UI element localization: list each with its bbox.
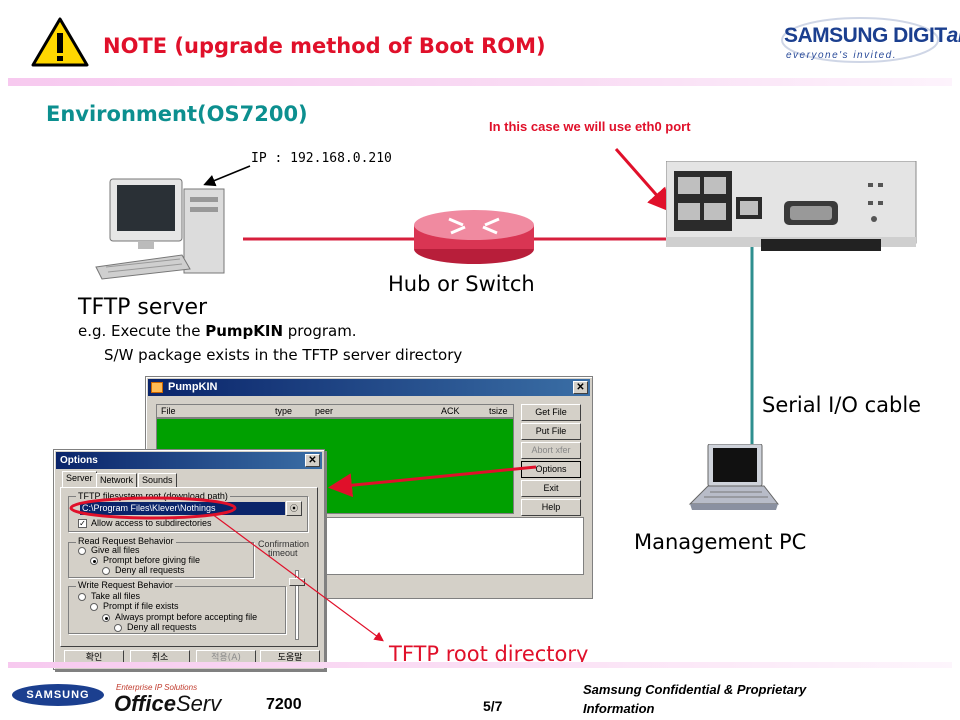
abort-xfer-button[interactable]: Abort xfer [521,442,581,459]
tab-sounds[interactable]: Sounds [138,473,177,487]
logo-slogan: everyone's invited. [786,50,898,61]
page-number: 5/7 [483,698,503,714]
write-group-label: Write Request Behavior [76,580,175,590]
write-take-all-label: Take all files [91,591,141,601]
pumpkin-close-button[interactable]: ✕ [573,381,588,394]
management-pc-laptop-icon [688,444,780,510]
options-button[interactable]: Options [521,461,581,478]
column-tsize[interactable]: tsize [489,406,508,416]
column-file[interactable]: File [161,406,176,416]
read-prompt-label: Prompt before giving file [103,555,201,565]
tftp-desc-program: PumpKIN [205,322,284,340]
tab-network[interactable]: Network [96,473,138,487]
header-divider [8,78,952,86]
officeserv-logo-a: Office [114,691,176,716]
eth0-pointer-arrow [614,148,672,213]
samsung-digitall-logo: SAMSUNG DIGITall everyone's invited. [780,12,960,70]
footer-divider [8,662,952,668]
confidential-notice: Samsung Confidential & Proprietary Infor… [583,680,883,718]
write-take-all-radio[interactable] [78,593,86,601]
column-type[interactable]: type [275,406,293,416]
put-file-button[interactable]: Put File [521,423,581,440]
logo-swoosh [781,17,939,63]
browse-folder-button[interactable]: ⦿ [286,501,302,516]
officeserv-logo: OfficeServ [114,691,221,717]
tftp-desc-suffix: program. [283,322,357,340]
section-title: Environment(OS7200) [46,102,308,126]
hub-switch-icon [414,210,534,264]
tftp-desc-prefix: e.g. Execute the [78,322,206,340]
serial-cable-label: Serial I/O cable [762,393,922,417]
column-ack[interactable]: ACK [441,406,460,416]
write-prompt-exists-label: Prompt if file exists [103,601,179,611]
write-deny-radio[interactable] [114,624,122,632]
read-give-all-label: Give all files [91,545,140,555]
hub-switch-label: Hub or Switch [388,272,535,296]
server-tab-pane [60,487,318,647]
tftp-server-pc-icon [95,178,225,280]
model-number: 7200 [266,696,302,713]
eth0-note: In this case we will use eth0 port [489,119,691,134]
read-group-label: Read Request Behavior [76,536,176,546]
page-title: NOTE (upgrade method of Boot ROM) [103,34,546,58]
product-tagline: Enterprise IP Solutions [116,683,198,692]
read-prompt-radio[interactable] [90,557,98,565]
help-button[interactable]: Help [521,499,581,516]
tftp-server-label: TFTP server [78,295,208,320]
root-path-highlight-oval [69,496,237,520]
transfer-list-header: File type peer ACK tsize [156,404,514,418]
logo-brand-suffix: all [946,24,960,47]
tftp-description-line1: e.g. Execute the PumpKIN program. [78,322,357,340]
exit-button[interactable]: Exit [521,480,581,497]
allow-subdirs-label: Allow access to subdirectories [91,518,212,528]
write-prompt-exists-radio[interactable] [90,603,98,611]
tftp-description-line2: S/W package exists in the TFTP server di… [104,346,463,364]
ip-label: IP : 192.168.0.210 [251,151,392,166]
options-dialog: Options ✕ Server Network Sounds TFTP fil… [53,449,325,670]
root-dir-pointer-arrow [211,513,384,642]
read-give-all-radio[interactable] [78,547,86,555]
column-peer[interactable]: peer [315,406,334,416]
confidential-line2: Information [583,701,655,716]
write-deny-label: Deny all requests [127,622,197,632]
management-pc-label: Management PC [634,530,807,554]
samsung-footer-logo: SAMSUNG [12,684,104,706]
officeserv-logo-b: Serv [175,691,222,716]
root-path-label: TFTP filesystem root (download path) [76,491,230,501]
os7200-device-icon [666,161,917,251]
logo-brand: SAMSUNG DIGIT [784,24,947,47]
ip-pointer-arrow [203,165,251,187]
options-pointer-arrow [328,465,537,498]
timeout-label-1: Confirmation [258,539,310,549]
allow-subdirs-checkbox[interactable]: ✓ [78,519,87,528]
pumpkin-titlebar: PumpKIN ✕ [148,379,590,396]
timeout-label-2: timeout [268,548,298,558]
options-titlebar: Options ✕ [56,452,322,469]
pumpkin-app-icon [151,382,163,393]
confidential-line1: Samsung Confidential & Proprietary [583,682,807,697]
write-always-prompt-label: Always prompt before accepting file [115,612,258,622]
read-deny-label: Deny all requests [115,565,185,575]
pumpkin-title: PumpKIN [168,381,218,393]
options-close-button[interactable]: ✕ [305,454,320,467]
warning-icon [31,17,89,67]
read-deny-radio[interactable] [102,567,110,575]
get-file-button[interactable]: Get File [521,404,581,421]
options-title: Options [60,455,98,466]
write-group [68,586,286,634]
write-always-prompt-radio[interactable] [102,614,110,622]
timeout-slider-track[interactable] [295,570,299,640]
